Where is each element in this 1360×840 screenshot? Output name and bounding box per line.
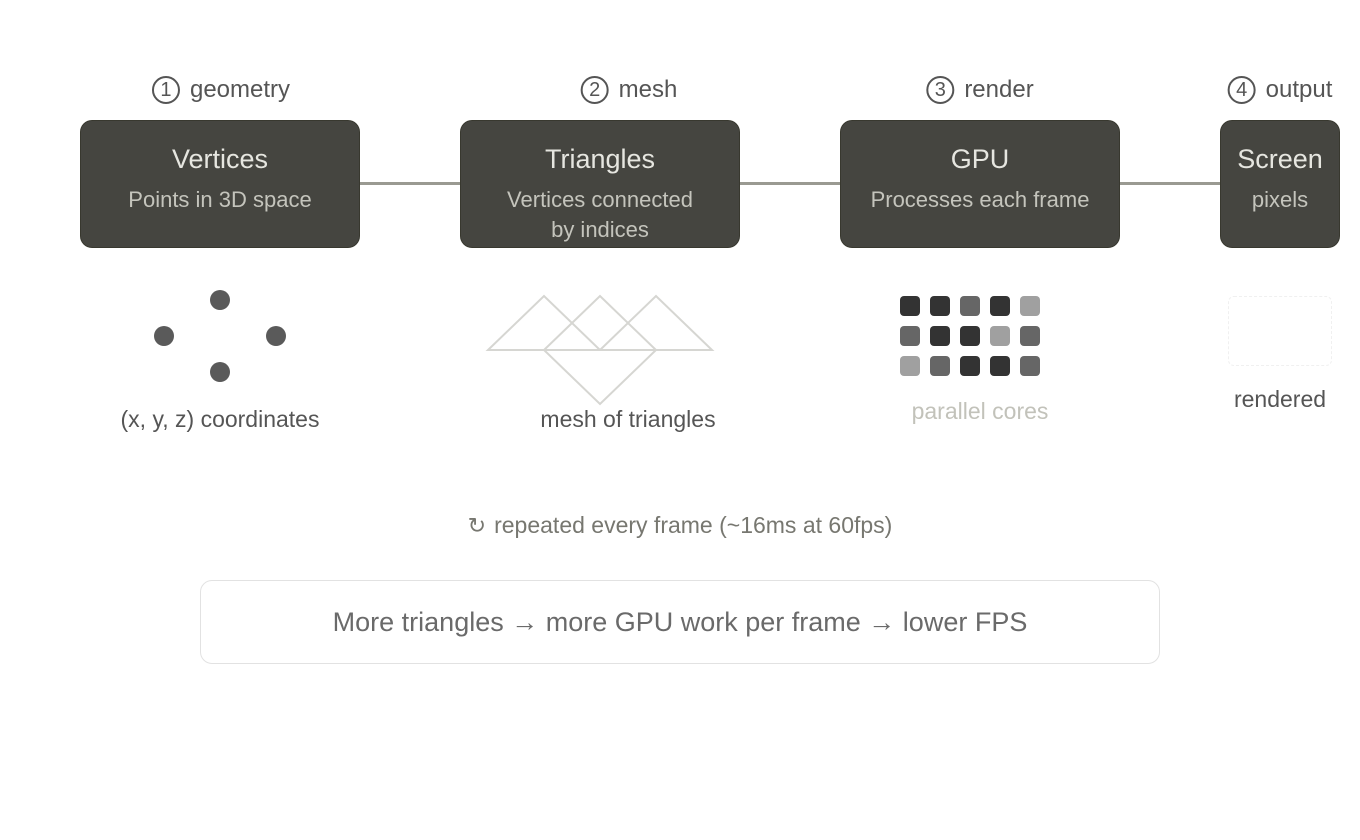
step-number-badge: 1 (151, 76, 180, 104)
vertex-dot (154, 326, 174, 346)
vertex-dot (210, 362, 230, 382)
card-title: Vertices (171, 144, 269, 174)
card-subtitle: pixels (1251, 187, 1309, 212)
card-title: Triangles (544, 144, 656, 174)
vertex-dot (266, 326, 286, 346)
step-number-badge: 2 (580, 76, 609, 104)
gpu-core (1020, 326, 1040, 346)
gpu-core (990, 326, 1010, 346)
gpu-core (1020, 356, 1040, 376)
gpu-core (930, 296, 950, 316)
gpu-core (900, 296, 920, 316)
summary-box: More triangles → more GPU work per frame… (200, 580, 1160, 664)
card-title: GPU (950, 144, 1010, 174)
step-number-badge: 4 (1227, 76, 1256, 104)
gpu-core-grid (900, 296, 1040, 376)
gpu-core (900, 326, 920, 346)
gpu-core (900, 356, 920, 376)
step-label-geometry: 1 geometry (151, 76, 291, 104)
refresh-icon: ↻ (467, 512, 487, 538)
card-triangles: Triangles Vertices connected by indices (460, 120, 740, 248)
card-subtitle: Vertices connected by indices (507, 187, 693, 242)
caption-screen: rendered (1233, 386, 1327, 412)
summary-text: More triangles → more GPU work per frame… (332, 606, 1028, 637)
connector-line (738, 182, 842, 185)
card-screen: Screen pixels (1220, 120, 1340, 248)
connector-line (358, 182, 462, 185)
gpu-core (960, 296, 980, 316)
gpu-core (930, 326, 950, 346)
triangle-mesh-illustration (485, 294, 715, 406)
gpu-core (990, 296, 1010, 316)
step-number-badge: 3 (926, 76, 955, 104)
step-label-render: 3 render (926, 76, 1034, 104)
connector-line (1118, 182, 1222, 185)
step-label-text: mesh (618, 76, 678, 103)
step-label-mesh: 2 mesh (580, 76, 678, 104)
step-label-text: geometry (189, 76, 291, 103)
caption-gpu: parallel cores (911, 398, 1049, 424)
screen-pixels-illustration (1228, 296, 1332, 366)
card-subtitle: Points in 3D space (128, 187, 312, 212)
gpu-core (990, 356, 1010, 376)
repeat-text: repeated every frame (~16ms at 60fps) (494, 512, 893, 538)
vertex-dot (210, 290, 230, 310)
card-subtitle: Processes each frame (870, 187, 1090, 212)
caption-vertices: (x, y, z) coordinates (120, 406, 320, 432)
caption-mesh: mesh of triangles (540, 406, 716, 432)
gpu-core (1020, 296, 1040, 316)
repeat-note: ↻ repeated every frame (~16ms at 60fps) (468, 512, 893, 539)
gpu-core (960, 326, 980, 346)
step-label-text: render (964, 76, 1034, 103)
gpu-core (930, 356, 950, 376)
gpu-core (960, 356, 980, 376)
step-label-text: output (1265, 76, 1333, 103)
step-label-output: 4 output (1227, 76, 1333, 104)
card-vertices: Vertices Points in 3D space (80, 120, 360, 248)
card-gpu: GPU Processes each frame (840, 120, 1120, 248)
card-title: Screen (1237, 144, 1323, 174)
